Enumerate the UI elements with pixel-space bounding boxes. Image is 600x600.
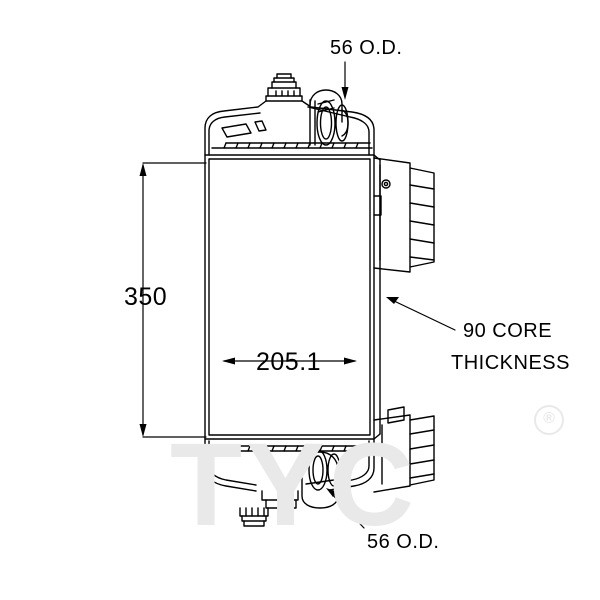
bottom-outlet-port <box>301 449 341 509</box>
callout-core-thickness-line2: THICKNESS <box>451 352 570 374</box>
dimension-label-width: 205.1 <box>256 348 322 376</box>
core-body <box>204 154 381 440</box>
top-inlet-port <box>309 89 349 146</box>
dimension-205 <box>222 357 357 365</box>
top-right-bracket <box>373 157 435 273</box>
dimension-label-height: 350 <box>124 283 168 311</box>
dimension-label-inlet-od: 56 O.D. <box>330 37 403 59</box>
leader-core-thickness <box>386 297 456 331</box>
top-tank <box>204 73 375 156</box>
leader-bottom-od <box>326 488 365 529</box>
dimension-label-outlet-od: 56 O.D. <box>367 531 440 553</box>
bottom-right-bracket <box>373 406 435 493</box>
bottom-tank <box>204 438 375 527</box>
callout-core-thickness-line1: 90 CORE <box>463 320 553 342</box>
leader-top-od <box>341 61 349 100</box>
registered-trademark-icon: ® <box>534 405 564 435</box>
brand-watermark: TYC <box>170 419 418 551</box>
dimension-350 <box>139 162 207 438</box>
